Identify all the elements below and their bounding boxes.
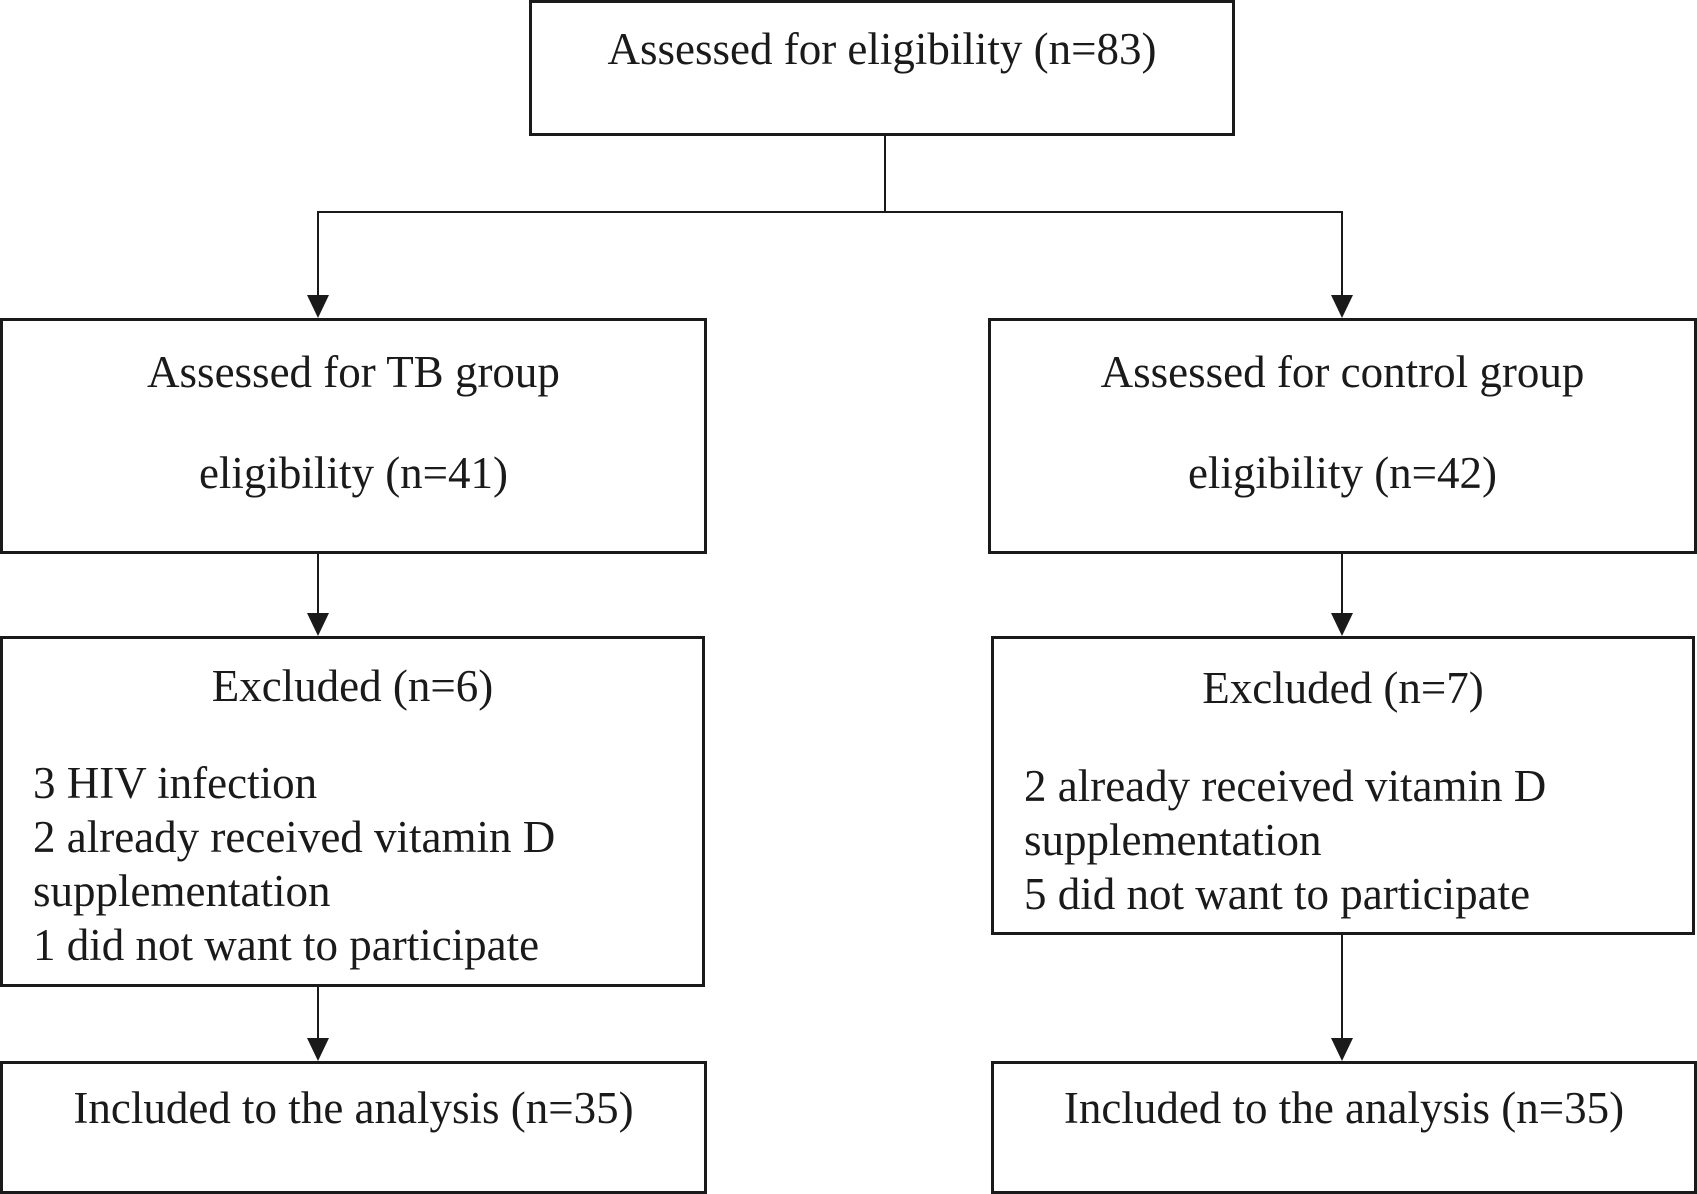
- tb-assessed-box: Assessed for TB group eligibility (n=41): [0, 318, 707, 554]
- arrow-to-control-included: [1331, 1038, 1353, 1061]
- arrow-to-tb-excluded: [307, 613, 329, 636]
- control-included-label: Included to the analysis (n=35): [1063, 1083, 1625, 1133]
- tb-included-label: Included to the analysis (n=35): [73, 1083, 634, 1133]
- control-assessed-box: Assessed for control group eligibility (…: [988, 318, 1697, 554]
- tb-excluded-item: 3 HIV infection: [33, 758, 318, 808]
- control-assessed-line2: eligibility (n=42): [1187, 448, 1498, 498]
- tb-excluded-item: 2 already received vitamin D: [33, 812, 556, 862]
- arrow-to-control-excluded: [1331, 613, 1353, 636]
- tb-excluded-item: 1 did not want to participate: [33, 920, 540, 970]
- tb-excluded-box: Excluded (n=6) 3 HIV infection 2 already…: [0, 636, 705, 987]
- control-assessed-line1: Assessed for control group: [1100, 347, 1585, 397]
- tb-excluded-title: Excluded (n=6): [211, 661, 494, 711]
- tb-assessed-line2: eligibility (n=41): [198, 448, 509, 498]
- eligibility-label: Assessed for eligibility (n=83): [607, 24, 1157, 74]
- eligibility-box: Assessed for eligibility (n=83): [529, 0, 1235, 136]
- tb-included-box: Included to the analysis (n=35): [0, 1061, 707, 1194]
- tb-assessed-line1: Assessed for TB group: [147, 347, 560, 397]
- control-excluded-item: supplementation: [1024, 815, 1322, 865]
- control-excluded-box: Excluded (n=7) 2 already received vitami…: [991, 636, 1695, 935]
- tb-excluded-item: supplementation: [33, 866, 331, 916]
- control-included-box: Included to the analysis (n=35): [991, 1061, 1697, 1194]
- control-excluded-item: 2 already received vitamin D: [1024, 761, 1547, 811]
- control-excluded-title: Excluded (n=7): [1202, 663, 1484, 713]
- arrow-to-tb-included: [307, 1038, 329, 1061]
- control-excluded-item: 5 did not want to participate: [1024, 869, 1531, 919]
- split-line: [317, 211, 1343, 302]
- arrow-to-control-assessed: [1331, 295, 1353, 318]
- arrow-to-tb-assessed: [307, 295, 329, 318]
